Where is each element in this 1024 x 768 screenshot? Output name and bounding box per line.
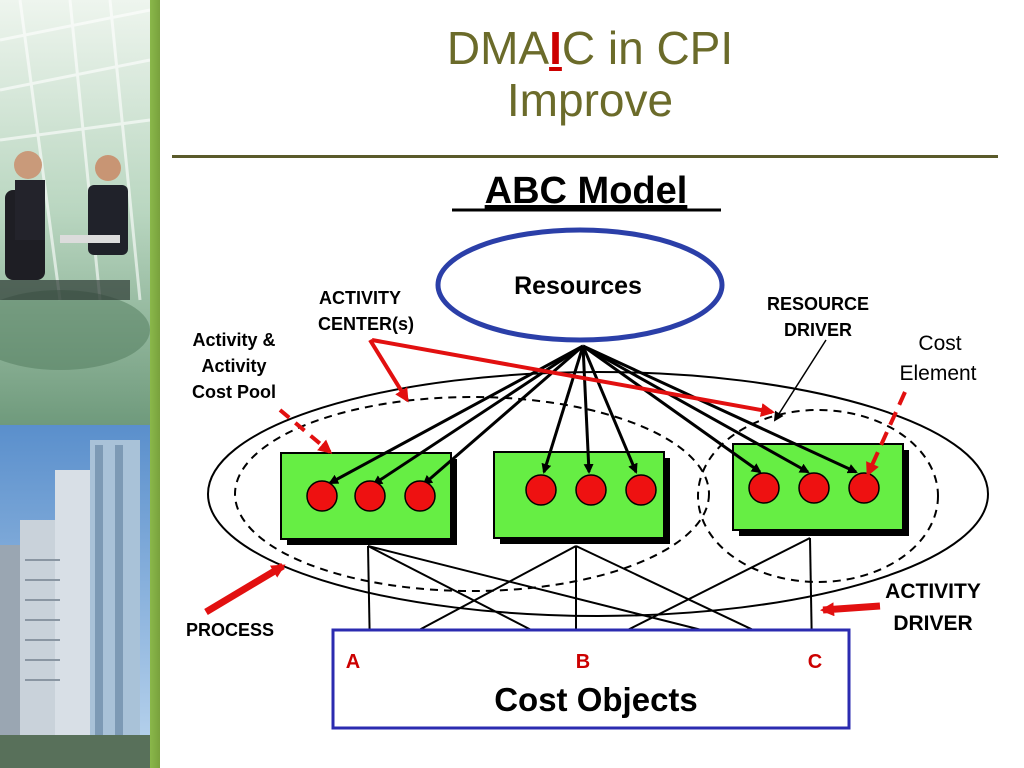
cost-circle (404, 480, 436, 512)
red-pointer-arrows (204, 338, 907, 617)
cost-circle (848, 472, 880, 504)
cost-circle (306, 480, 338, 512)
cost-element-pointer (866, 391, 907, 477)
activity-center-label-2: CENTER(s) (318, 314, 414, 334)
slide-title: DMAIC in CPI Improve (300, 22, 880, 126)
cost-objects-label: Cost Objects (494, 681, 698, 718)
process-ellipse (207, 371, 989, 617)
green-edge-band (150, 0, 160, 768)
cost-circle (798, 472, 830, 504)
activity-pool-label-1: Activity & (192, 330, 275, 350)
cost-object-a-label: A (346, 651, 360, 673)
city-skyscrapers-photo (0, 425, 160, 768)
activity-pool-label-2: Activity (201, 356, 266, 376)
activity-pool-label-3: Cost Pool (192, 382, 276, 402)
cost-object-c-label: C (808, 651, 822, 673)
cost-circle (525, 474, 557, 506)
resource-driver-pointer (773, 339, 827, 422)
cost-element-label-1: Cost (918, 332, 961, 355)
cost-object-b-label: B (576, 651, 590, 673)
resource-driver-label-1: RESOURCE (767, 294, 869, 314)
title-line-2: Improve (506, 74, 674, 126)
resources-ellipse (435, 227, 725, 343)
title-suffix: C in CPI (561, 22, 734, 74)
activity-center-pointer-left (368, 338, 409, 403)
activity-center-label-1: ACTIVITY (319, 288, 401, 308)
resource-driver-label-2: DRIVER (784, 320, 852, 340)
title-divider (172, 155, 998, 158)
cost-circle (748, 472, 780, 504)
title-prefix: DMA (446, 22, 550, 74)
cost-circle (575, 474, 607, 506)
title-highlight: I (549, 22, 562, 74)
activity-center-pointer-right (371, 338, 775, 417)
diagram-heading: ABC Model (485, 170, 688, 212)
activity-center-ellipse-right (697, 409, 939, 583)
process-label: PROCESS (186, 620, 274, 640)
activity-driver-pointer (820, 602, 881, 617)
activity-driver-label-2: DRIVER (893, 612, 972, 635)
cost-objects-box (331, 628, 851, 730)
cost-element-circles (306, 472, 880, 512)
business-meeting-photo (0, 0, 160, 425)
cost-element-label-2: Element (899, 362, 976, 385)
activity-driver-label-1: ACTIVITY (885, 580, 981, 603)
activity-center-ellipse-left (234, 396, 710, 592)
resource-arrows (328, 344, 858, 486)
resources-label: Resources (514, 272, 642, 300)
cost-circle (625, 474, 657, 506)
process-pointer (204, 562, 286, 616)
cost-circle (354, 480, 386, 512)
cost-pool-pointer (278, 408, 333, 454)
photo-strip (0, 0, 160, 768)
title-line-1: DMAIC in CPI (300, 22, 880, 74)
